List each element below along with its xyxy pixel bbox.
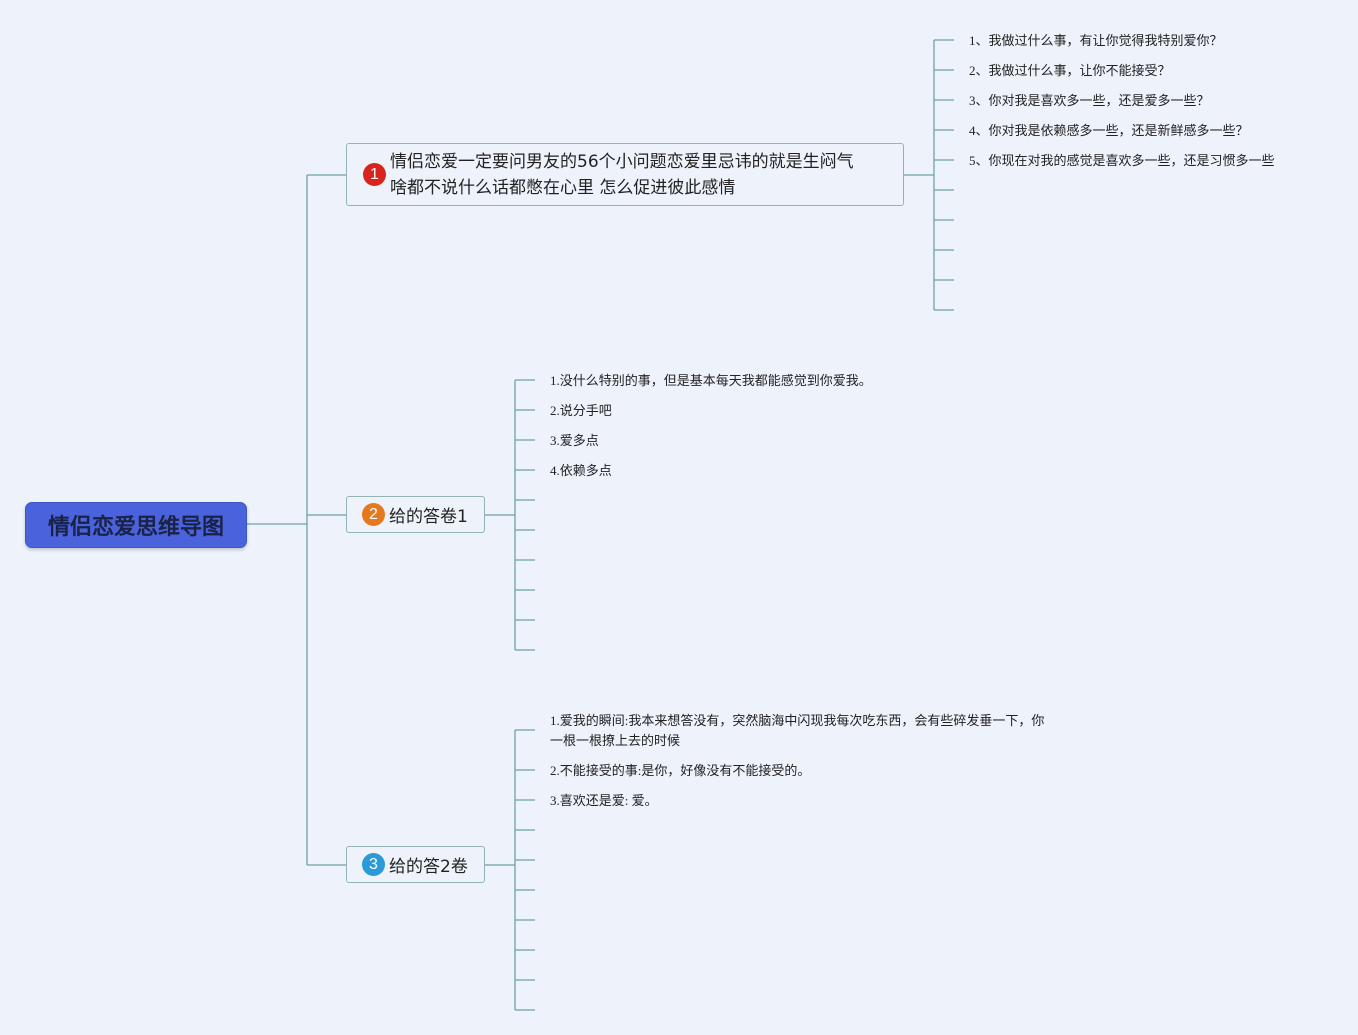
- subtopic-1-2[interactable]: 2、我做过什么事，让你不能接受？: [969, 63, 1171, 78]
- branch-topic-2[interactable]: 2 给的答卷1: [346, 496, 485, 533]
- priority-2-icon: 2: [362, 503, 385, 526]
- subtopic-3-1[interactable]: 1.爱我的瞬间:我本来想答没有，突然脑海中闪现我每次吃东西，会有些碎发垂一下，你…: [550, 713, 1045, 748]
- branch-topic-3-title: 给的答2卷: [389, 857, 468, 877]
- subtopic-1-5[interactable]: 5、你现在对我的感觉是喜欢多一些，还是习惯多一些: [969, 153, 1275, 168]
- subtopic-1-4[interactable]: 4、你对我是依赖感多一些，还是新鲜感多一些？: [969, 123, 1249, 138]
- branch-topic-1-title: 情侣恋爱一定要问男友的56个小问题恋爱里忌讳的就是生闷气 啥都不说什么话都憋在心…: [390, 151, 854, 198]
- root-title: 情侣恋爱思维导图: [47, 515, 224, 540]
- subtopic-3-3[interactable]: 3.喜欢还是爱: 爱。: [550, 793, 658, 808]
- subtopic-1-3[interactable]: 3、你对我是喜欢多一些，还是爱多一些？: [969, 93, 1210, 108]
- root-topic[interactable]: 情侣恋爱思维导图: [25, 502, 247, 548]
- subtopic-2-3[interactable]: 3.爱多点: [550, 433, 599, 448]
- subtopic-2-4[interactable]: 4.依赖多点: [550, 463, 612, 478]
- subtopic-1-1[interactable]: 1、我做过什么事，有让你觉得我特别爱你？: [969, 33, 1223, 48]
- subtopic-3-2[interactable]: 2.不能接受的事:是你，好像没有不能接受的。: [550, 763, 811, 778]
- branch-topic-2-title: 给的答卷1: [389, 507, 468, 527]
- subtopic-2-2[interactable]: 2.说分手吧: [550, 403, 612, 418]
- priority-3-icon: 3: [362, 853, 385, 876]
- subtopic-2-1[interactable]: 1.没什么特别的事，但是基本每天我都能感觉到你爱我。: [550, 373, 872, 388]
- priority-1-icon: 1: [363, 163, 386, 186]
- branch-topic-1[interactable]: 1 情侣恋爱一定要问男友的56个小问题恋爱里忌讳的就是生闷气 啥都不说什么话都憋…: [346, 143, 904, 206]
- branch-topic-3[interactable]: 3 给的答2卷: [346, 846, 485, 883]
